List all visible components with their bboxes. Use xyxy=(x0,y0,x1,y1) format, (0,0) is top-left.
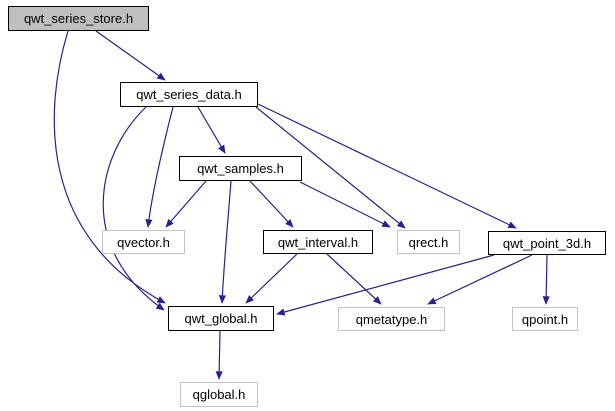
node-qwt-global-h[interactable]: qwt_global.h xyxy=(168,306,274,331)
edge-store-to-global xyxy=(53,30,166,304)
node-qwt-series-data-h[interactable]: qwt_series_data.h xyxy=(120,82,258,107)
node-qmetatype-h: qmetatype.h xyxy=(338,307,445,331)
edge-samples-to-qvector xyxy=(165,180,207,228)
edge-data-to-point3d xyxy=(257,103,517,229)
edge-interval-to-global xyxy=(245,253,298,304)
edge-point3d-to-qmetatype xyxy=(427,254,533,305)
edge-data-to-qvector xyxy=(145,106,174,228)
edge-data-to-global xyxy=(102,106,165,311)
node-qvector-h: qvector.h xyxy=(102,230,185,254)
edge-store-to-data xyxy=(95,30,166,81)
node-qwt-samples-h[interactable]: qwt_samples.h xyxy=(179,156,302,181)
edge-data-to-samples xyxy=(197,106,226,154)
node-qglobal-h: qglobal.h xyxy=(180,382,258,407)
node-qwt-interval-h[interactable]: qwt_interval.h xyxy=(263,230,373,254)
edge-point3d-to-qpoint xyxy=(542,254,550,305)
edge-interval-to-qmetatype xyxy=(326,253,382,305)
node-qpoint-h: qpoint.h xyxy=(512,307,578,331)
edge-samples-to-interval xyxy=(249,180,294,228)
edge-point3d-to-global xyxy=(276,254,495,316)
edge-samples-to-qrect xyxy=(299,181,391,228)
node-qwt-point-3d-h[interactable]: qwt_point_3d.h xyxy=(488,231,606,255)
node-qwt-series-store-h: qwt_series_store.h xyxy=(8,6,149,31)
edge-data-to-qrect xyxy=(255,106,406,229)
edge-samples-to-global xyxy=(218,180,232,304)
edge-global-to-qglobal xyxy=(215,330,223,380)
node-qrect-h: qrect.h xyxy=(397,230,460,254)
